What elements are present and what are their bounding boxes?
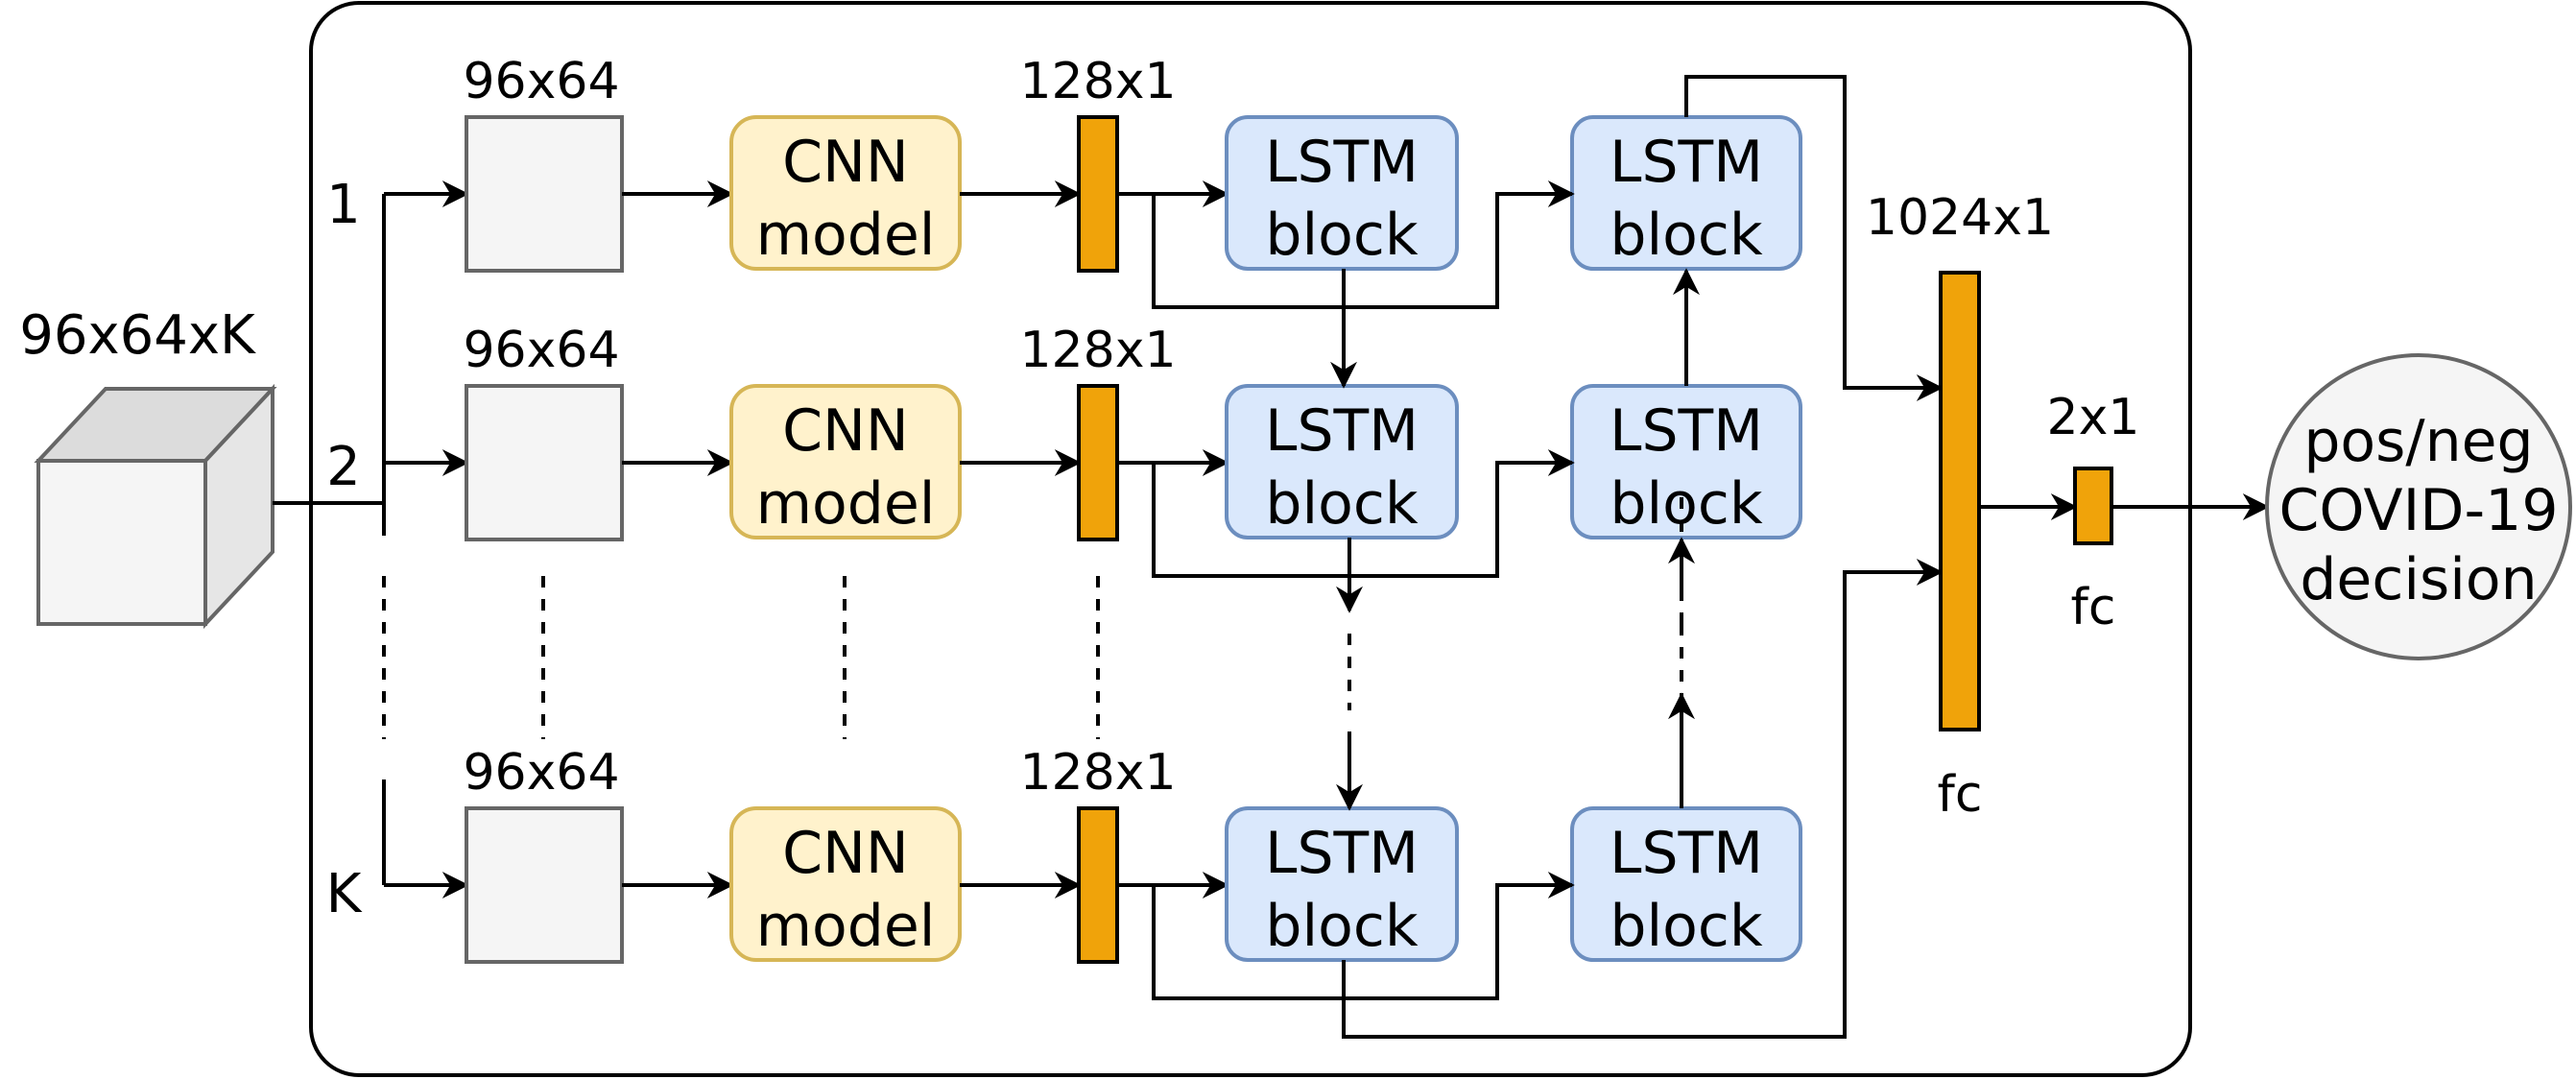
fc-input-connectors — [1342, 75, 1944, 1039]
input-connectors — [273, 180, 469, 899]
row-index-label: K — [326, 863, 363, 925]
fc-layer-2 — [2073, 467, 2113, 545]
lstm-vertical-connectors — [1330, 268, 1700, 811]
lstm-label: LSTM — [1265, 397, 1419, 465]
lstm-label: LSTM — [1610, 129, 1763, 196]
feature-dims-label: 128x1 — [1019, 53, 1176, 110]
pipeline-row-1: 96x64 CNN model 128x1 LSTM block LSTM bl… — [463, 53, 1802, 309]
lstm-label: block — [1610, 202, 1762, 269]
lstm-label: block — [1265, 893, 1418, 960]
fc1-dims-label: 1024x1 — [1866, 189, 2054, 247]
output-label: decision — [2300, 546, 2537, 613]
fc2-label: fc — [2071, 579, 2116, 636]
output-label: pos/neg — [2303, 408, 2533, 475]
ellipsis-dots — [382, 576, 1683, 739]
input-dims-label: 96x64xK — [19, 304, 256, 367]
lstm-label: block — [1265, 470, 1418, 538]
lstm-label: LSTM — [1265, 820, 1419, 887]
feature-vector — [1077, 115, 1119, 273]
frame-dims-label: 96x64 — [463, 53, 619, 110]
fc-layer-1024 — [1939, 271, 1981, 731]
lstm-label: LSTM — [1610, 397, 1763, 465]
feature-vector — [1077, 384, 1119, 541]
lstm-label: block — [1265, 202, 1418, 269]
input-cube — [34, 383, 277, 630]
lstm-label: block — [1610, 893, 1762, 960]
cnn-label: CNN — [782, 397, 909, 465]
decision-output-circle — [2265, 353, 2572, 660]
pipeline-row-k: 96x64 CNN model 128x1 LSTM block LSTM bl… — [463, 744, 1802, 1000]
fc2-dims-label: 2x1 — [2047, 389, 2140, 446]
frame-box — [465, 115, 624, 273]
lstm-label: LSTM — [1265, 129, 1419, 196]
cnn-label: model — [756, 202, 936, 269]
feature-dims-label: 128x1 — [1019, 322, 1176, 379]
row-index-label: 2 — [326, 436, 361, 498]
feature-dims-label: 128x1 — [1019, 744, 1176, 802]
row-index-label: 1 — [326, 174, 361, 236]
model-container — [309, 1, 2192, 1077]
cnn-label: model — [756, 470, 936, 538]
frame-dims-label: 96x64 — [463, 322, 619, 379]
lstm-label: block — [1610, 470, 1762, 538]
lstm-label: LSTM — [1610, 820, 1763, 887]
cnn-label: CNN — [782, 820, 909, 887]
pipeline-row-2: 96x64 CNN model 128x1 LSTM block LSTM bl… — [463, 322, 1802, 578]
frame-box — [465, 384, 624, 541]
cnn-label: model — [756, 893, 936, 960]
feature-vector — [1077, 806, 1119, 964]
frame-dims-label: 96x64 — [463, 744, 619, 802]
output-label: COVID-19 — [2278, 477, 2558, 544]
cnn-label: CNN — [782, 129, 909, 196]
fc1-label: fc — [1938, 766, 1983, 824]
frame-box — [465, 806, 624, 964]
